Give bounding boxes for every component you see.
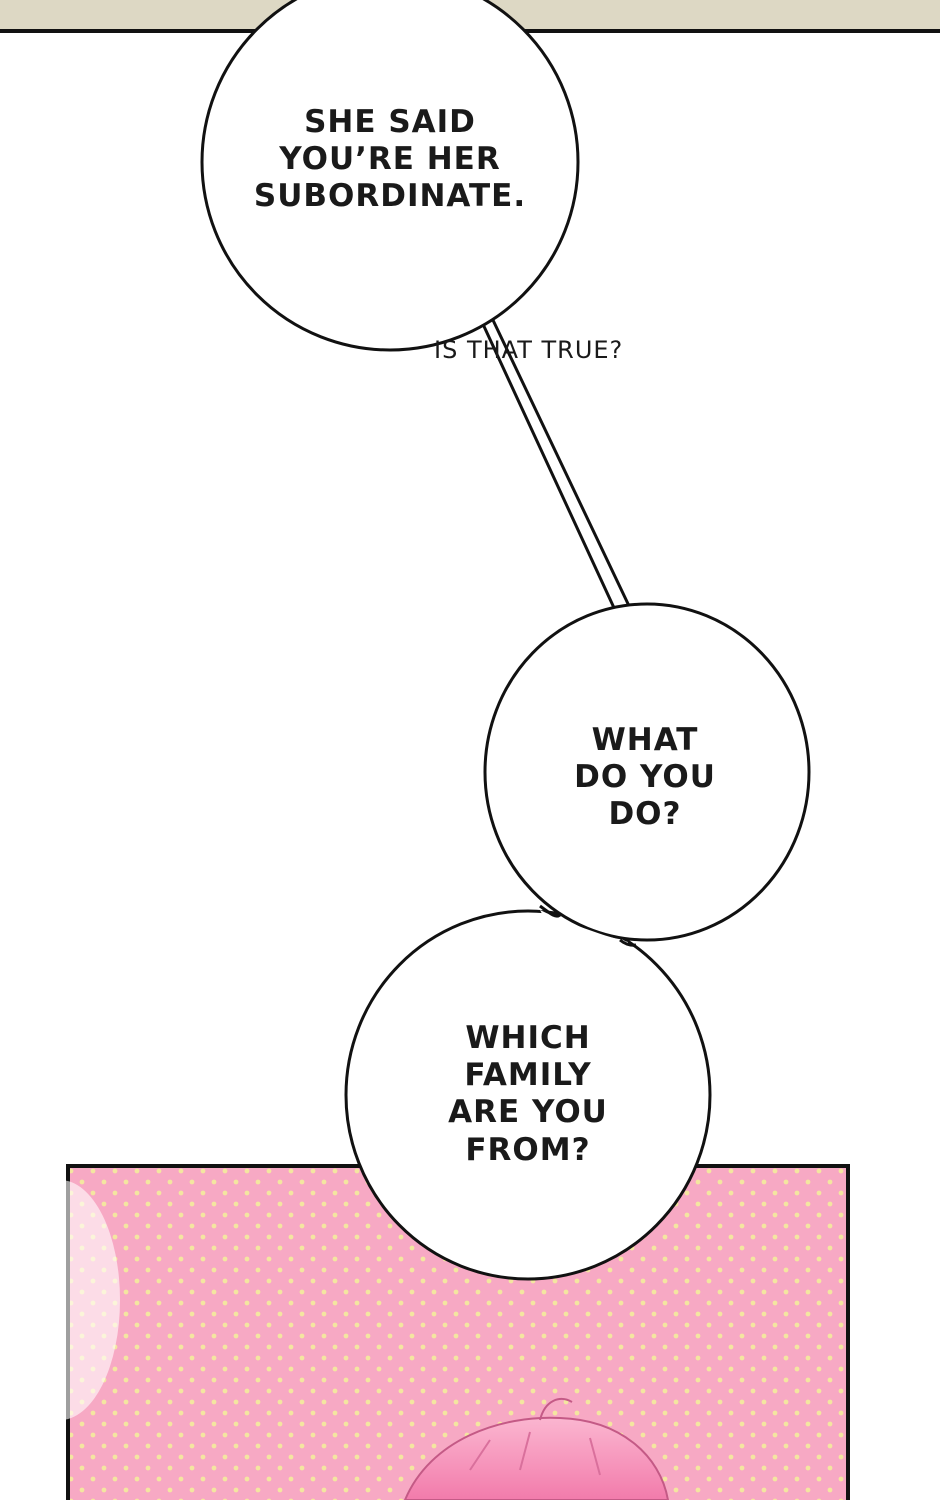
speech-bubble-2 xyxy=(483,602,811,942)
speech-bubble-3 xyxy=(344,909,712,1281)
aside-text: IS THAT TRUE? xyxy=(434,336,624,364)
speech-bubble-1 xyxy=(200,0,580,352)
speech-bubble-2-text: WHAT DO YOU DO? xyxy=(574,722,716,833)
speech-bubble-3-text: WHICH FAMILY ARE YOU FROM? xyxy=(448,1020,608,1168)
character-hair xyxy=(403,1398,670,1500)
speech-bubble-1-text: SHE SAID YOU’RE HER SUBORDINATE. xyxy=(253,104,527,215)
